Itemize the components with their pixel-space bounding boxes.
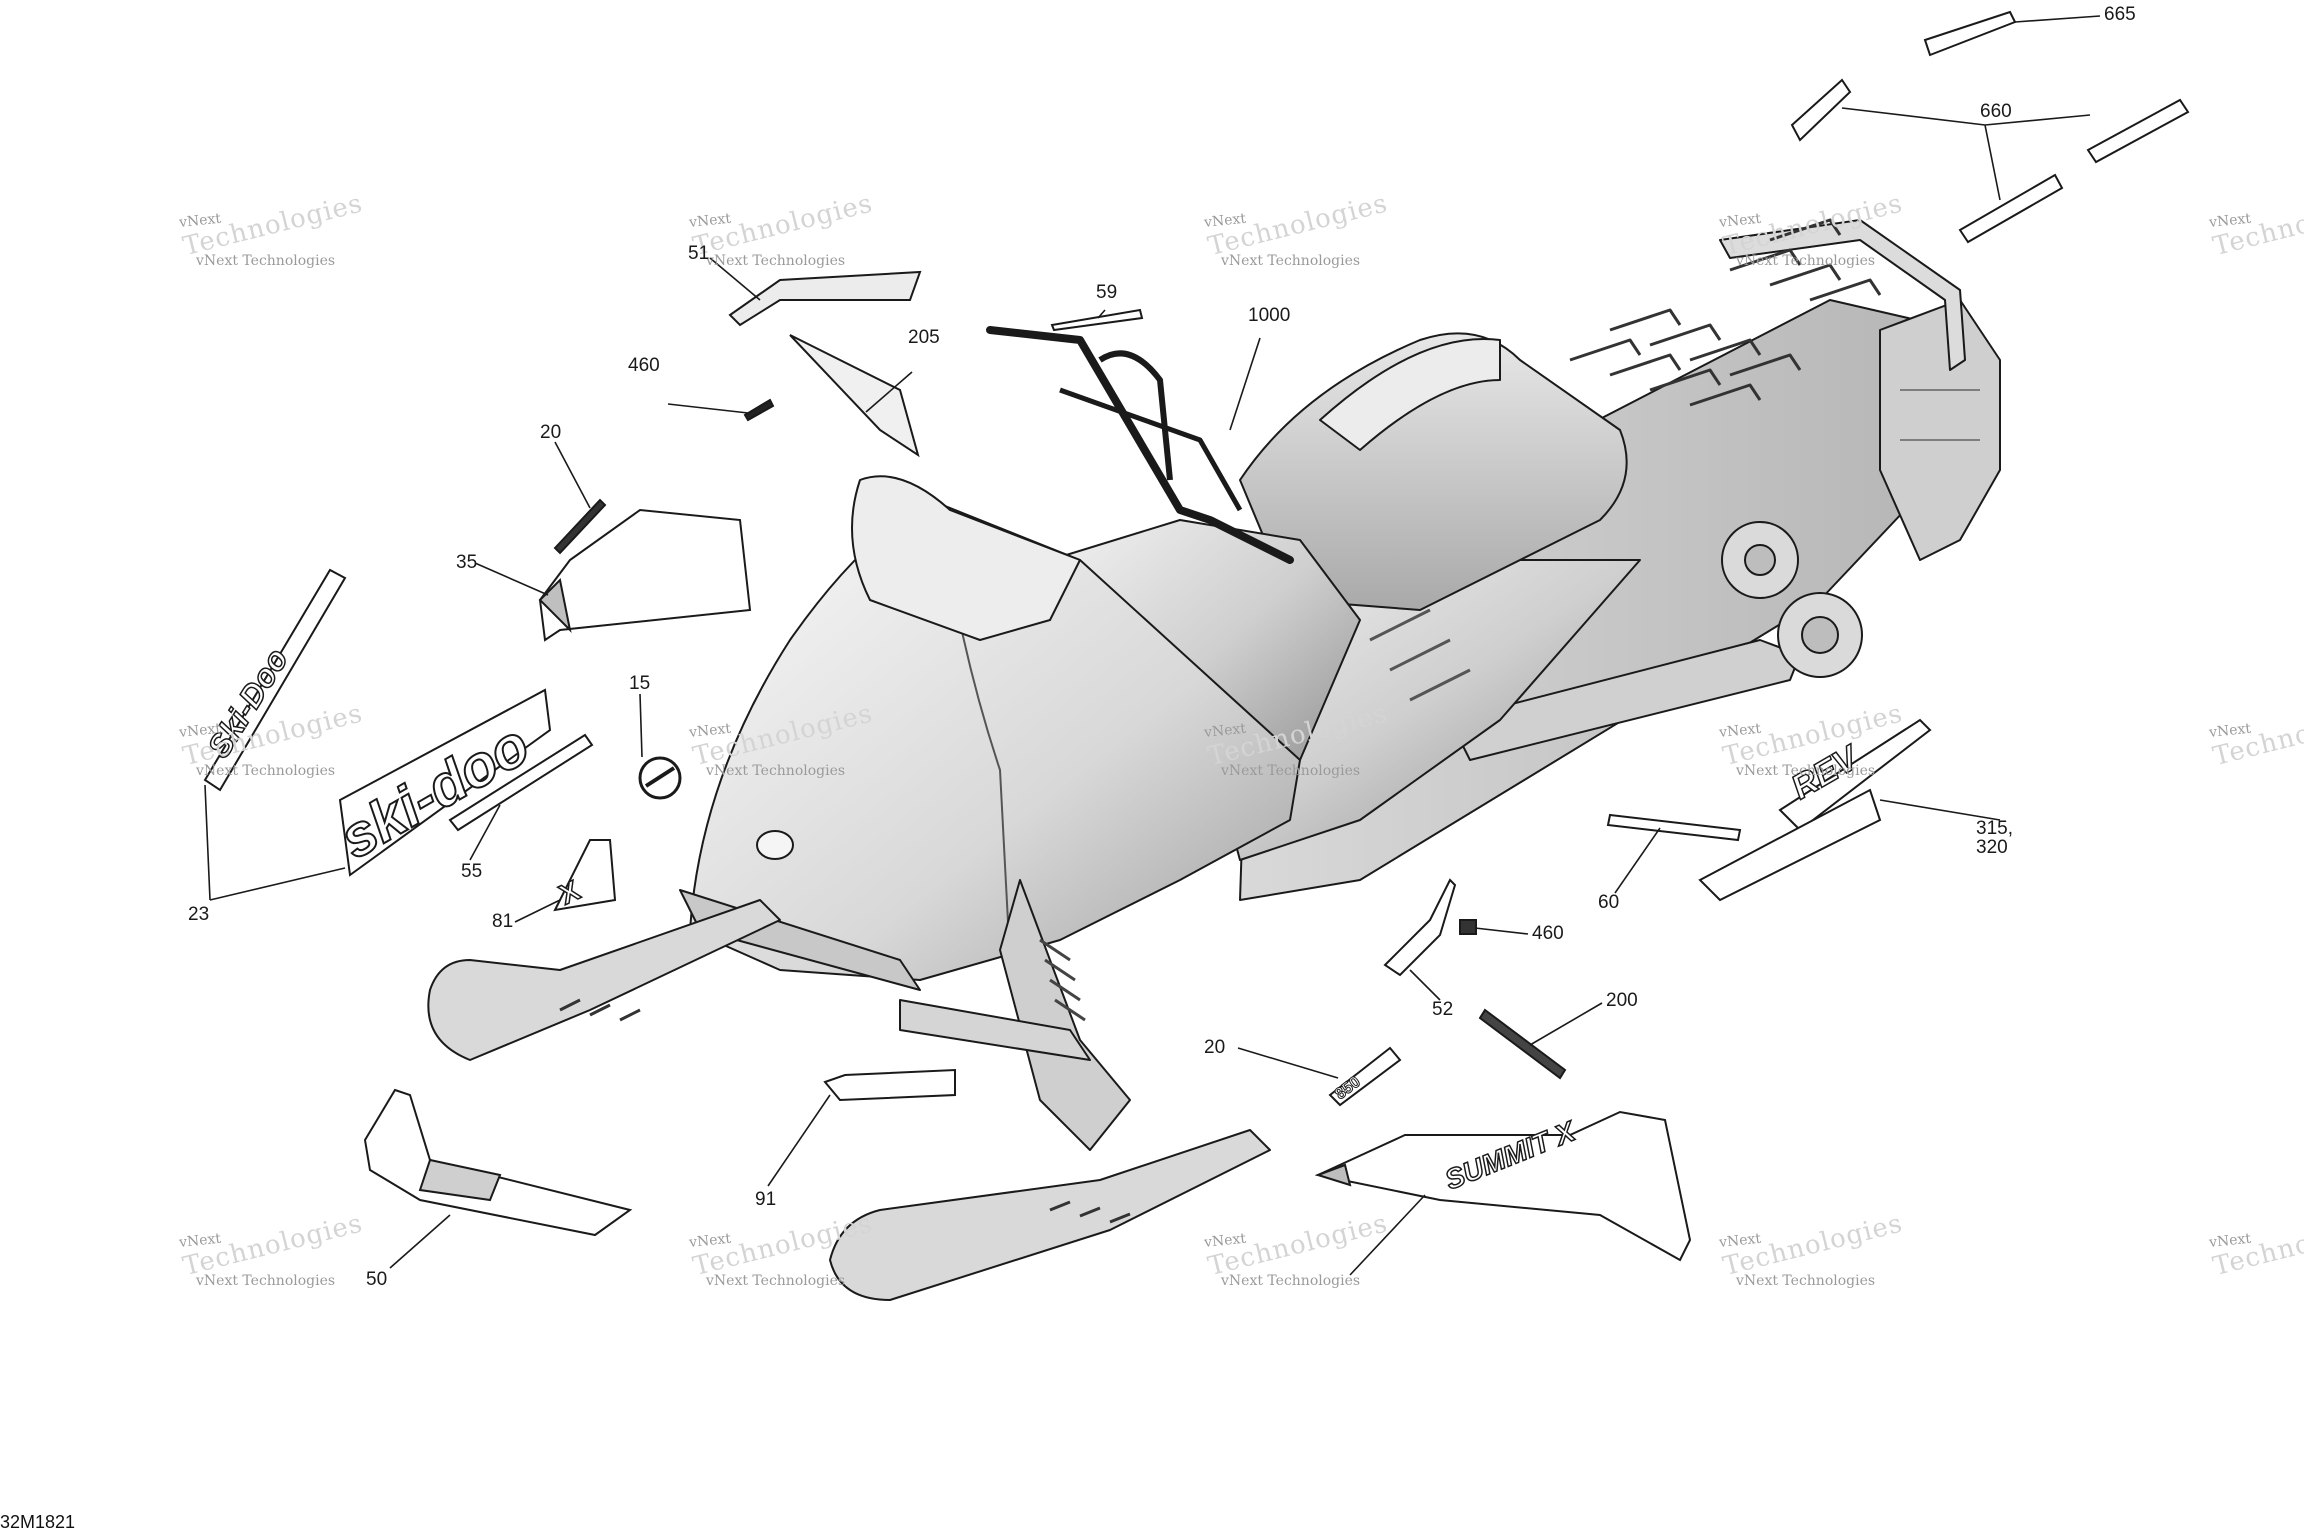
handlebar (986, 326, 1294, 564)
callout-50: 50 (366, 1269, 388, 1290)
ski-right (829, 1129, 1271, 1301)
callout-15: 15 (629, 673, 651, 694)
decal-665 (1923, 10, 2017, 57)
decal-91 (823, 1068, 956, 1102)
callout-315: 315, (1976, 818, 2013, 839)
leader-lines (204, 15, 2101, 1276)
ski-left (427, 899, 781, 1061)
hood (689, 499, 1301, 981)
callout-81: 81 (492, 911, 514, 932)
callout-51: 51 (688, 243, 710, 264)
callout-200: 200 (1606, 990, 1638, 1011)
decal-315 (1778, 718, 1932, 832)
decal-52 (1383, 878, 1457, 977)
decal-660-b (2086, 98, 2190, 164)
callout-52: 52 (1432, 999, 1454, 1020)
decal-205 (789, 334, 920, 458)
diagram-id: 32M1821 (0, 1512, 76, 1532)
callout-60: 60 (1598, 892, 1620, 913)
callout-20-bottom: 20 (1204, 1037, 1226, 1058)
riser (1098, 350, 1173, 481)
decal-55 (448, 733, 594, 832)
tunnel-traction (1569, 218, 1882, 407)
callout-91: 91 (755, 1189, 777, 1210)
decal-200 (1478, 1008, 1567, 1080)
seat-back (1319, 338, 1501, 451)
callout-665: 665 (2104, 4, 2136, 25)
decal-23-arc (203, 568, 347, 792)
decal-20-top (553, 498, 607, 555)
rear-bumper (1719, 219, 1966, 371)
snowmobile (427, 218, 2001, 1301)
decal-460-right (1459, 919, 1477, 935)
decal-660-a (1790, 78, 1852, 142)
decal-35 (538, 508, 752, 642)
callout-55: 55 (461, 861, 483, 882)
front-suspension (999, 879, 1131, 1151)
callout-59: 59 (1096, 282, 1118, 303)
decal-81 (553, 839, 617, 912)
callout-35: 35 (456, 552, 478, 573)
decal-60 (1606, 813, 1742, 842)
callout-23: 23 (188, 904, 210, 925)
callout-660: 660 (1980, 101, 2012, 122)
decal-59 (1050, 308, 1144, 332)
callout-1000: 1000 (1248, 305, 1291, 326)
callout-205: 205 (908, 327, 940, 348)
callout-320: 320 (1976, 837, 2008, 858)
callout-20-top: 20 (540, 422, 562, 443)
headlight (756, 830, 794, 860)
decal-50 (363, 1088, 633, 1237)
callout-460-top: 460 (628, 355, 660, 376)
decal-side-large (1314, 1110, 1692, 1262)
decal-460-top (743, 398, 775, 422)
rear-flap (1879, 299, 2001, 561)
decal-660-c (1958, 173, 2064, 244)
windshield (851, 475, 1081, 641)
decal-320 (1698, 788, 1882, 902)
decal-skidoo (338, 688, 552, 877)
callout-460-right: 460 (1532, 923, 1564, 944)
decal-51 (728, 270, 922, 327)
seat (1239, 332, 1628, 611)
decal-20-bottom (1328, 1046, 1402, 1107)
